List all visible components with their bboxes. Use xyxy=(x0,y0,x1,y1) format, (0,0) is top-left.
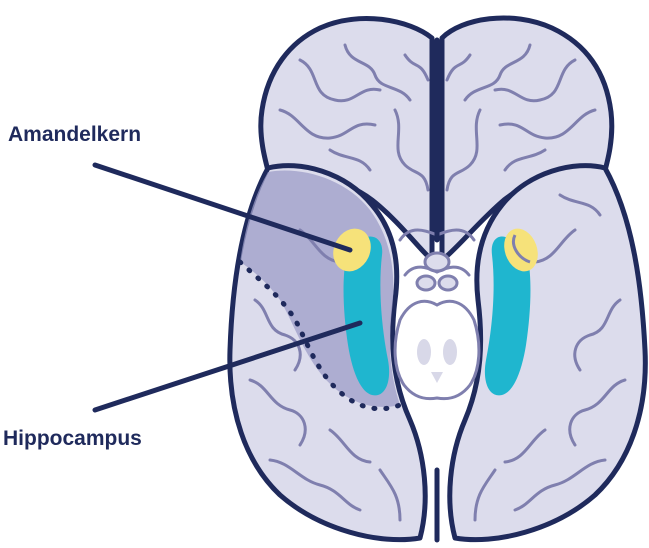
hippocampus-label: Hippocampus xyxy=(3,427,142,451)
amygdala-label: Amandelkern xyxy=(8,123,141,147)
brainstem-cross-section xyxy=(395,301,479,398)
optic-chiasm-structures xyxy=(417,253,457,290)
